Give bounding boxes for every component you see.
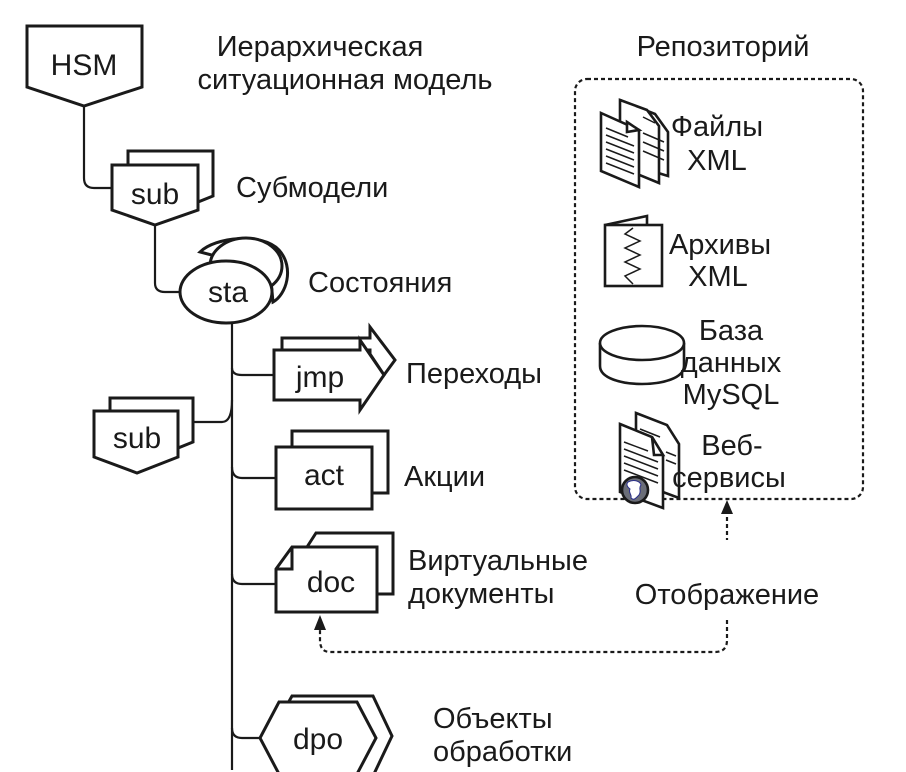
repo-item-xml-archive-line2: XML — [688, 261, 748, 293]
mapping-arrow-lower — [318, 620, 729, 654]
connectors — [82, 106, 275, 770]
sub-top-front-shape — [110, 163, 200, 227]
doc-node-label: doc — [307, 566, 355, 599]
doc-front-shape — [274, 545, 379, 614]
label-virtual-docs-line1: Виртуальные — [408, 545, 588, 577]
sub-left-node-label: sub — [113, 422, 161, 455]
sta-node[interactable]: sta — [178, 236, 289, 325]
sub-node-top[interactable]: sub — [110, 149, 215, 227]
connector-doc — [230, 573, 275, 586]
act-front-shape — [274, 445, 374, 511]
repo-item-xml-files-line2: XML — [687, 145, 747, 177]
mapping-arrowhead-doc — [314, 615, 326, 630]
dpo-node-label: dpo — [293, 723, 343, 756]
label-submodels: Субмодели — [236, 172, 388, 204]
web-services-icon — [618, 411, 681, 510]
hsm-node[interactable]: HSM — [25, 24, 144, 108]
dpo-front-shape — [258, 700, 378, 772]
jmp-node-label: jmp — [295, 361, 344, 394]
jmp-node[interactable]: jmp — [272, 322, 397, 415]
connector-hsm-sub — [82, 106, 112, 190]
doc-node[interactable]: doc — [274, 531, 395, 614]
repo-item-database-line2: данных — [681, 347, 782, 379]
xml-files-icon — [599, 98, 670, 189]
act-node-label: act — [304, 459, 345, 492]
connector-jmp — [230, 367, 275, 377]
repo-item-database-line3: MySQL — [683, 379, 780, 411]
dpo-node[interactable]: dpo — [258, 694, 394, 772]
act-node[interactable]: act — [274, 429, 390, 511]
mapping-arrow — [314, 500, 733, 654]
repository-title: Репозиторий — [637, 31, 810, 63]
label-states: Состояния — [308, 267, 452, 299]
label-objects-line1: Объекты — [433, 703, 553, 735]
label-virtual-docs-line2: документы — [408, 578, 554, 610]
label-objects-line2: обработки — [433, 736, 572, 768]
sub-top-node-label: sub — [131, 178, 179, 211]
sta-front-ellipse — [178, 259, 274, 325]
repo-item-database-line1: База — [699, 315, 764, 347]
mapping-arrowhead-repo — [721, 500, 733, 514]
repository-container — [573, 77, 865, 501]
connector-sub-sta — [153, 225, 181, 294]
xml-archive-icon — [603, 214, 664, 288]
database-icon — [598, 324, 686, 386]
title-line2: ситуационная модель — [197, 64, 492, 96]
label-transitions: Переходы — [406, 358, 542, 390]
label-actions: Акции — [404, 461, 485, 493]
jmp-front-shape — [272, 335, 386, 415]
repo-item-xml-files-line1: Файлы — [671, 111, 763, 143]
title-line1: Иерархическая — [217, 31, 424, 63]
sta-node-label: sta — [208, 276, 248, 309]
repo-item-web-services-line1: Веб- — [701, 430, 762, 462]
hsm-shape — [25, 24, 144, 108]
hsm-node-label: HSM — [51, 49, 118, 82]
connector-act — [230, 466, 275, 480]
sub-left-front-shape — [92, 409, 180, 475]
repo-item-web-services-line2: сервисы — [672, 462, 786, 494]
repo-item-xml-archive-line1: Архивы — [669, 229, 771, 261]
label-mapping: Отображение — [635, 579, 819, 611]
connector-sub-left — [194, 399, 234, 424]
sub-node-left[interactable]: sub — [92, 396, 195, 475]
connector-dpo — [230, 727, 260, 740]
